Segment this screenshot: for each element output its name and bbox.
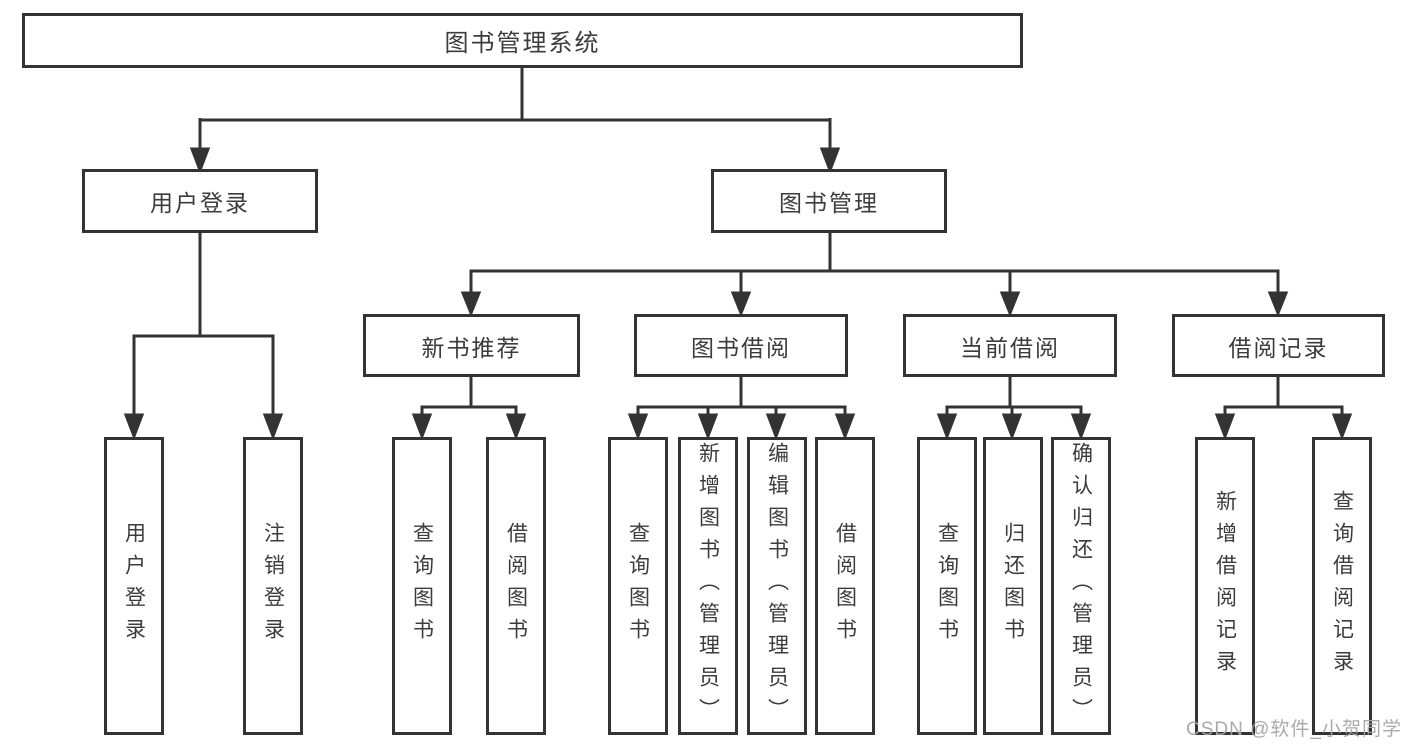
connector-group-new-book-recommend: [411, 377, 527, 441]
leaf-query-books-current-label: 查询图书: [935, 522, 959, 650]
node-user-login: 用户登录: [82, 169, 318, 233]
connector-group-user-login: [123, 233, 284, 441]
node-current-borrow-label: 当前借阅: [960, 334, 1060, 361]
node-book-management: 图书管理: [711, 169, 947, 233]
leaf-query-borrow-record: 查询借阅记录: [1312, 437, 1372, 735]
leaf-confirm-return-admin-label: 确认归还（管理员）: [1069, 442, 1093, 730]
leaf-logout: 注销登录: [243, 437, 303, 735]
leaf-query-books-borrow-label: 查询图书: [626, 522, 650, 650]
node-book-borrow-label: 图书借阅: [691, 334, 791, 361]
connector-group-book-borrow: [627, 377, 856, 441]
node-book-borrow: 图书借阅: [634, 314, 848, 377]
node-borrow-records-label: 借阅记录: [1228, 334, 1329, 361]
node-borrow-records: 借阅记录: [1172, 314, 1385, 377]
leaf-add-books-admin: 新增图书（管理员）: [678, 437, 738, 735]
leaf-edit-books-admin: 编辑图书（管理员）: [747, 437, 807, 735]
leaf-query-books-recommend: 查询图书: [392, 437, 452, 735]
node-root-label: 图书管理系统: [444, 30, 601, 57]
leaf-query-borrow-record-label: 查询借阅记录: [1330, 490, 1354, 682]
leaf-borrow-books-recommend: 借阅图书: [486, 437, 546, 735]
leaf-add-borrow-record: 新增借阅记录: [1195, 437, 1255, 735]
leaf-return-books-label: 归还图书: [1001, 522, 1025, 650]
node-current-borrow: 当前借阅: [903, 314, 1117, 377]
node-root: 图书管理系统: [22, 13, 1023, 68]
node-new-book-recommend-label: 新书推荐: [421, 334, 522, 361]
connector-group-book-management: [460, 233, 1289, 318]
leaf-borrow-books-label: 借阅图书: [833, 522, 857, 650]
leaf-query-books-borrow: 查询图书: [608, 437, 668, 735]
leaf-borrow-books-recommend-label: 借阅图书: [504, 522, 528, 650]
leaf-user-login-label: 用户登录: [122, 522, 146, 650]
csdn-watermark: CSDN @软件_小贺同学: [1186, 719, 1402, 740]
connector-group-root: [189, 68, 841, 175]
connector-group-current-borrow: [936, 377, 1092, 441]
leaf-borrow-books: 借阅图书: [815, 437, 875, 735]
leaf-query-books-current: 查询图书: [917, 437, 977, 735]
leaf-add-borrow-record-label: 新增借阅记录: [1213, 490, 1237, 682]
connector-group-borrow-records: [1214, 377, 1353, 441]
leaf-user-login: 用户登录: [104, 437, 164, 735]
node-user-login-label: 用户登录: [150, 190, 250, 216]
leaf-return-books: 归还图书: [983, 437, 1043, 735]
leaf-edit-books-admin-label: 编辑图书（管理员）: [765, 442, 789, 730]
leaf-logout-label: 注销登录: [261, 522, 285, 650]
node-book-management-label: 图书管理: [779, 190, 879, 216]
leaf-confirm-return-admin: 确认归还（管理员）: [1051, 437, 1111, 735]
node-new-book-recommend: 新书推荐: [363, 314, 580, 377]
leaf-add-books-admin-label: 新增图书（管理员）: [696, 442, 720, 730]
leaf-query-books-recommend-label: 查询图书: [410, 522, 434, 650]
